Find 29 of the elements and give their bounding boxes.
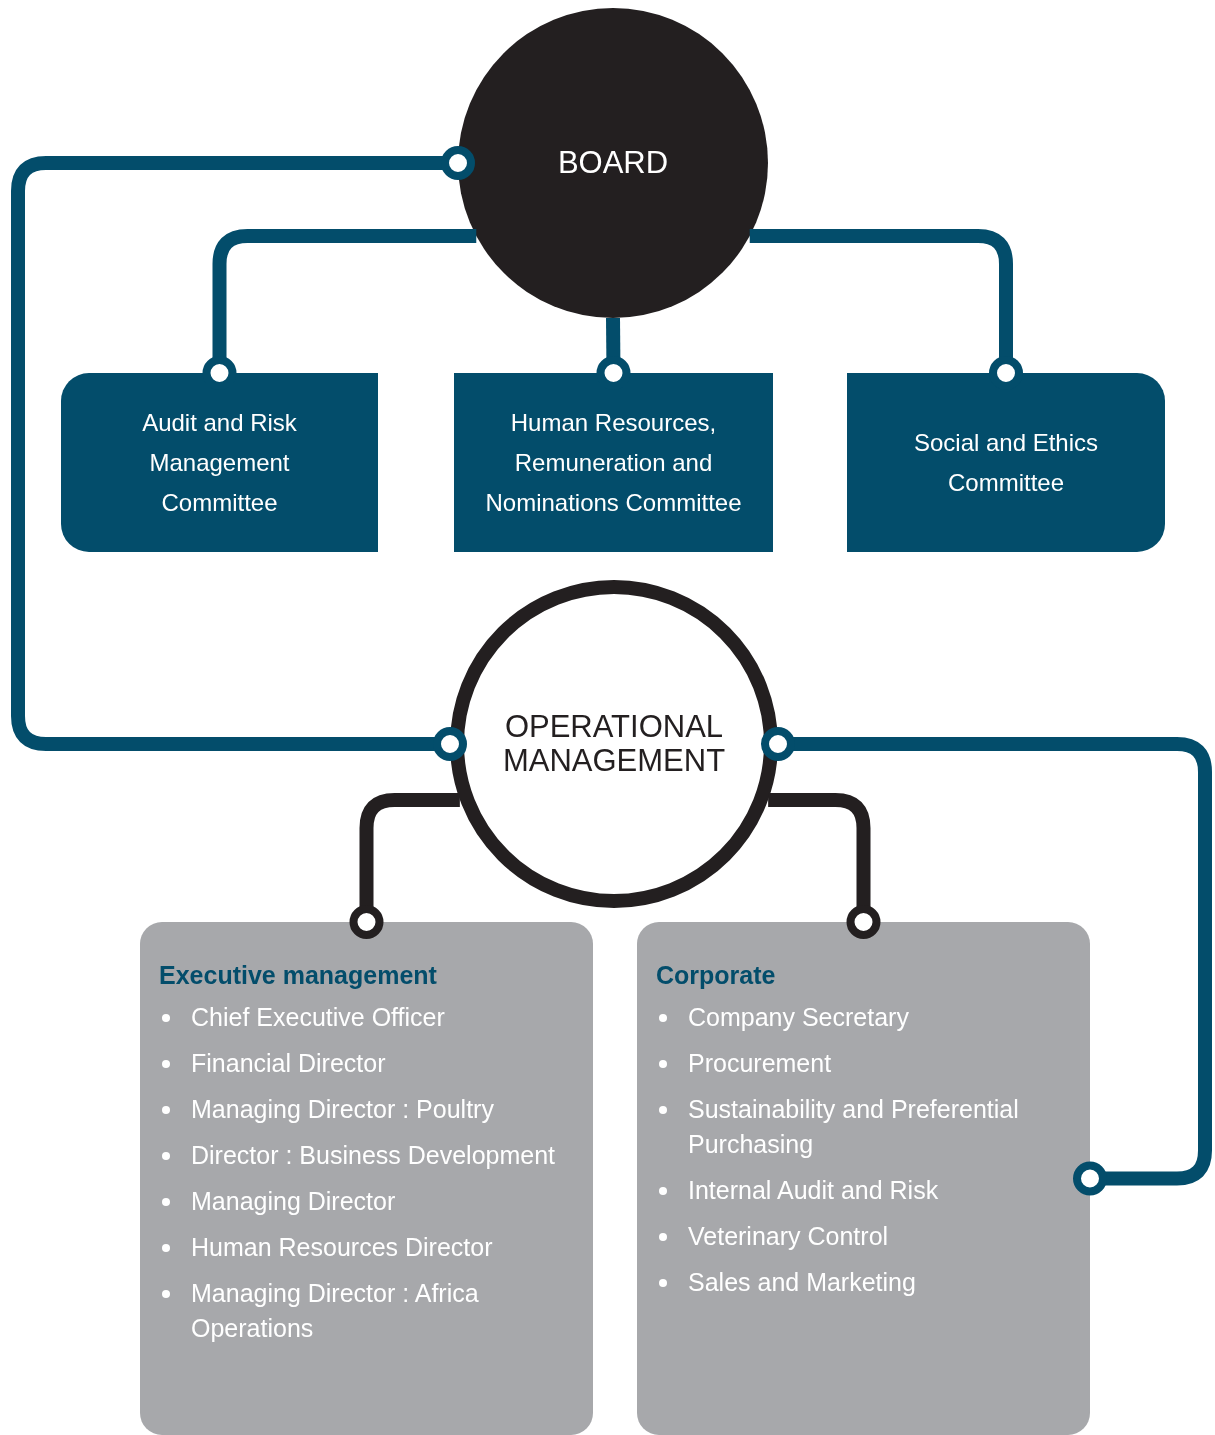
list-item: Managing Director : Poultry xyxy=(191,1094,494,1125)
list-item: Internal Audit and Risk xyxy=(688,1175,939,1206)
node-label: BOARD xyxy=(557,145,669,181)
panel-heading: Executive management xyxy=(159,960,438,990)
list-item: Company Secretary xyxy=(688,1002,909,1033)
list-item: Sustainability and Preferential Purchasing xyxy=(688,1094,1020,1160)
group-panel xyxy=(140,922,593,1435)
list-item: Chief Executive Officer xyxy=(191,1002,445,1033)
connector-line xyxy=(768,793,881,939)
node-label: OPERATIONAL MANAGEMENT xyxy=(501,710,727,778)
list-item: Procurement xyxy=(688,1048,832,1079)
panel-heading: Corporate xyxy=(656,960,777,990)
list-item: Managing Director xyxy=(191,1186,396,1217)
connector-line xyxy=(11,146,475,761)
list-item: Human Resources Director xyxy=(191,1232,493,1263)
list-item: Financial Director xyxy=(191,1048,386,1079)
list-item: Director : Business Development xyxy=(191,1140,556,1171)
committee-box xyxy=(454,373,773,552)
list-item: Managing Director : Africa Operations xyxy=(191,1278,480,1344)
list-item: Sales and Marketing xyxy=(688,1267,916,1298)
node-label: Human Resources, Remuneration and Nominations Committee xyxy=(484,407,743,518)
node-label: Audit and Risk Management Committee xyxy=(141,407,298,518)
node-label: Social and Ethics Committee xyxy=(912,427,1100,498)
committee-box xyxy=(61,373,378,552)
connector-line xyxy=(761,727,1212,1196)
connector-line xyxy=(349,793,460,939)
list-item: Veterinary Control xyxy=(688,1221,889,1252)
committee-box xyxy=(847,373,1165,552)
group-panel xyxy=(637,922,1090,1435)
